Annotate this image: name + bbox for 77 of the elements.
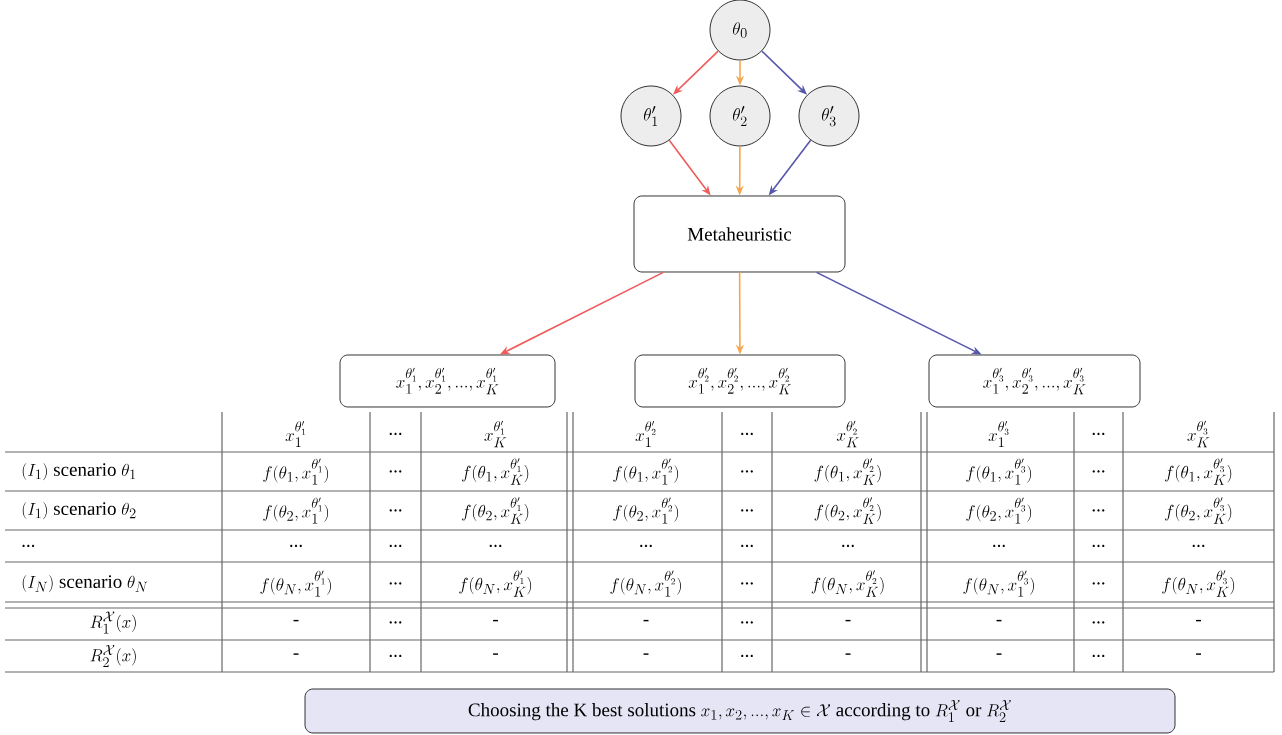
table-entry: ... bbox=[389, 509, 402, 512]
table-entry: $f(\theta_2, x_K^{\theta'_2})$ bbox=[814, 497, 881, 524]
table-entry: - bbox=[845, 619, 851, 622]
table-entry: - bbox=[996, 653, 1002, 655]
table-entry: $f(\theta_N, x_K^{\theta'_1})$ bbox=[459, 570, 532, 597]
table-entry: ... bbox=[489, 544, 502, 548]
table-entry: $f(\theta_2, x_K^{\theta'_1})$ bbox=[462, 497, 529, 524]
circle-node: $\theta'_2$ bbox=[709, 85, 771, 147]
table-entry: ... bbox=[741, 544, 753, 548]
table-entry: - bbox=[1196, 653, 1201, 655]
circle-node: $\theta'_1$ bbox=[620, 85, 682, 147]
table-entry: ... bbox=[741, 621, 753, 624]
table-entry: - bbox=[493, 619, 498, 622]
table-entry: $(I_1)\ \text{scenario}\ \theta_2$ bbox=[22, 501, 136, 520]
table-entry: $f(\theta_2, x_1^{\theta'_1})$ bbox=[263, 497, 329, 524]
table-entry: $(I_N)\ \text{scenario}\ \theta_N$ bbox=[22, 574, 148, 593]
process-box: Metaheuristic bbox=[633, 195, 846, 273]
table-entry: - bbox=[643, 619, 649, 622]
table-entry: $f(\theta_2, x_1^{\theta'_3})$ bbox=[966, 497, 1032, 524]
table-entry: ... bbox=[741, 470, 753, 473]
table-entry: $f(\theta_1, x_K^{\theta'_2})$ bbox=[814, 458, 881, 485]
table-entry: - bbox=[293, 653, 299, 655]
table-entry: - bbox=[643, 653, 649, 655]
table-entry: $f(\theta_N, x_1^{\theta'_1})$ bbox=[260, 570, 331, 597]
note-box: $\text{Choosing the K best solutions } x_1, x_2, ..., x_K \in \mathcal{X} \text{ according to } R_1^{\mathcal{X}} \text{ or } R_2^{\mathcal{X}}$ bbox=[304, 688, 1176, 734]
table-entry: $f(\theta_N, x_1^{\theta'_2})$ bbox=[610, 570, 681, 597]
table-entry: $f(\theta_1, x_K^{\theta'_1})$ bbox=[462, 458, 529, 485]
table-entry: $x_K^{\theta'_3}$ bbox=[1187, 420, 1210, 448]
table-entry: ... bbox=[1092, 582, 1105, 585]
table-entry: $R_2^{\mathcal{X}}(x)$ bbox=[90, 645, 136, 667]
table-entry: $f(\theta_1, x_1^{\theta'_1})$ bbox=[263, 458, 329, 485]
table-entry: $x_K^{\theta'_1}$ bbox=[484, 420, 507, 448]
table-entry: ... bbox=[389, 470, 402, 473]
table-entry: ... bbox=[1092, 621, 1105, 624]
table-entry: ... bbox=[842, 544, 854, 548]
solution-box: $x_1^{\theta'_2}, x_2^{\theta'_2}, ..., x_K^{\theta'_2}$ bbox=[634, 354, 846, 408]
table-entry: ... bbox=[389, 582, 402, 585]
table-entry: ... bbox=[741, 432, 753, 436]
table-entry: - bbox=[293, 619, 299, 622]
table-entry: $f(\theta_N, x_1^{\theta'_3})$ bbox=[963, 570, 1034, 597]
table-entry: - bbox=[493, 653, 498, 655]
table-entry: ... bbox=[389, 621, 402, 624]
table-entry: ... bbox=[290, 544, 302, 548]
table-entry: $f(\theta_1, x_1^{\theta'_2})$ bbox=[613, 458, 679, 485]
table-entry: $x_1^{\theta'_3}$ bbox=[988, 421, 1009, 447]
table-entry: ... bbox=[389, 432, 402, 436]
table-entry: $x_1^{\theta'_2}$ bbox=[635, 421, 656, 447]
table-entry: ... bbox=[993, 544, 1005, 548]
table-entry: ... bbox=[1092, 544, 1105, 548]
table-entry: ... bbox=[1092, 654, 1105, 658]
table-entry: ... bbox=[1092, 432, 1105, 436]
table-entry: $f(\theta_1, x_1^{\theta'_3})$ bbox=[966, 458, 1032, 485]
table-entry: $f(\theta_N, x_K^{\theta'_2})$ bbox=[811, 570, 884, 597]
table-entry: $x_1^{\theta'_1}$ bbox=[285, 421, 306, 447]
table-entry: $f(\theta_2, x_K^{\theta'_3})$ bbox=[1165, 497, 1232, 524]
solution-box: $x_1^{\theta'_3}, x_2^{\theta'_3}, ..., x_K^{\theta'_3}$ bbox=[928, 354, 1141, 408]
table-entry: $f(\theta_N, x_K^{\theta'_3})$ bbox=[1162, 570, 1235, 597]
table-entry: ... bbox=[741, 654, 753, 658]
table-entry: ... bbox=[1092, 470, 1105, 473]
table-entry: ... bbox=[640, 544, 652, 548]
table-entry: ... bbox=[1192, 544, 1205, 548]
table-entry: ... bbox=[741, 582, 753, 585]
table-entry: ... bbox=[741, 509, 753, 512]
table-entry: ... bbox=[389, 654, 402, 658]
table-entry: - bbox=[996, 619, 1002, 622]
table-entry: - bbox=[845, 653, 851, 655]
table-entry: $x_K^{\theta'_2}$ bbox=[836, 420, 859, 448]
table-entry: ... bbox=[389, 544, 402, 548]
table-entry: $(I_1)\ \text{scenario}\ \theta_1$ bbox=[22, 462, 136, 481]
table-entry: $f(\theta_2, x_1^{\theta'_2})$ bbox=[613, 497, 679, 524]
solution-box: $x_1^{\theta'_1}, x_2^{\theta'_1}, ..., x_K^{\theta'_1}$ bbox=[339, 354, 556, 408]
circle-node: $\theta'_3$ bbox=[798, 85, 860, 147]
table-entry: ... bbox=[1092, 509, 1105, 512]
table-entry: $f(\theta_1, x_K^{\theta'_3})$ bbox=[1165, 458, 1232, 485]
table-entry: ... bbox=[22, 544, 35, 548]
table-entry: - bbox=[1196, 619, 1201, 622]
table-entry: $R_1^{\mathcal{X}}(x)$ bbox=[90, 611, 136, 634]
